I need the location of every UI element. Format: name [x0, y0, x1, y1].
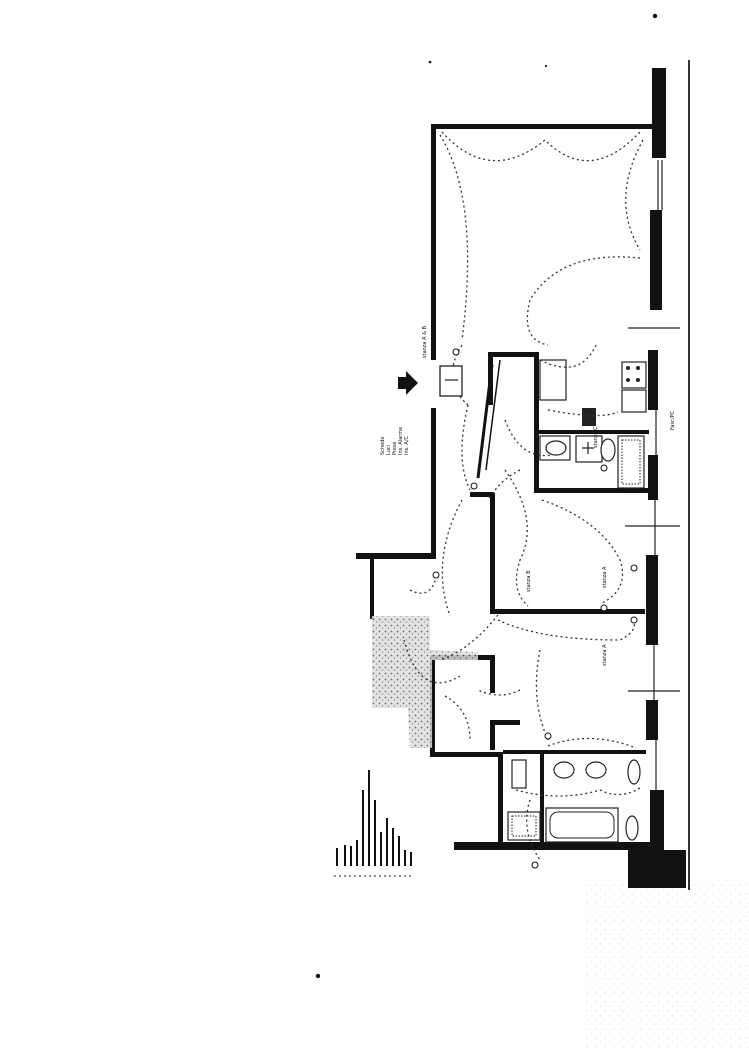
legend-col1: Schede	[380, 437, 386, 455]
washer-icon	[582, 408, 596, 426]
main-bath-fixtures	[507, 759, 641, 843]
stove-icon	[621, 361, 647, 389]
scan-noise	[580, 880, 749, 1050]
legend-bars	[334, 770, 412, 877]
legend-col4: Ins. Alarme	[398, 427, 404, 455]
corridor-diagonals	[476, 359, 501, 479]
stray-dot	[544, 64, 548, 68]
legend-col5: Ins. A/C	[404, 435, 410, 455]
legend-col2: Luci	[386, 445, 392, 455]
stray-dot	[428, 60, 432, 64]
label-top-dim: Fasc/PC	[670, 410, 676, 430]
electrical-wiring	[403, 131, 644, 861]
kitchen-fixtures	[539, 359, 647, 426]
label-room-service: stanza C	[593, 426, 599, 448]
label-room-ab: stanza A & B	[422, 325, 428, 358]
window-marks	[625, 160, 680, 790]
demolished-area	[372, 616, 478, 748]
sink-icon	[621, 389, 647, 413]
small-bath-fixtures	[539, 435, 645, 489]
label-room-b: stanza B	[526, 570, 532, 592]
light-points	[432, 348, 638, 869]
arrow-right-icon	[398, 371, 418, 395]
scan-shadow-right	[688, 60, 690, 890]
legend-col3: Prese	[392, 441, 398, 455]
stray-dot	[652, 13, 658, 19]
wiring-legend: Schede Luci Prese Ins. Alarme Ins. A/C	[380, 427, 410, 455]
stray-dot	[315, 973, 321, 979]
label-room-a-upper: stanza A	[602, 566, 608, 588]
label-room-a-lower: stanza A	[602, 644, 608, 666]
entry-door	[439, 365, 463, 397]
